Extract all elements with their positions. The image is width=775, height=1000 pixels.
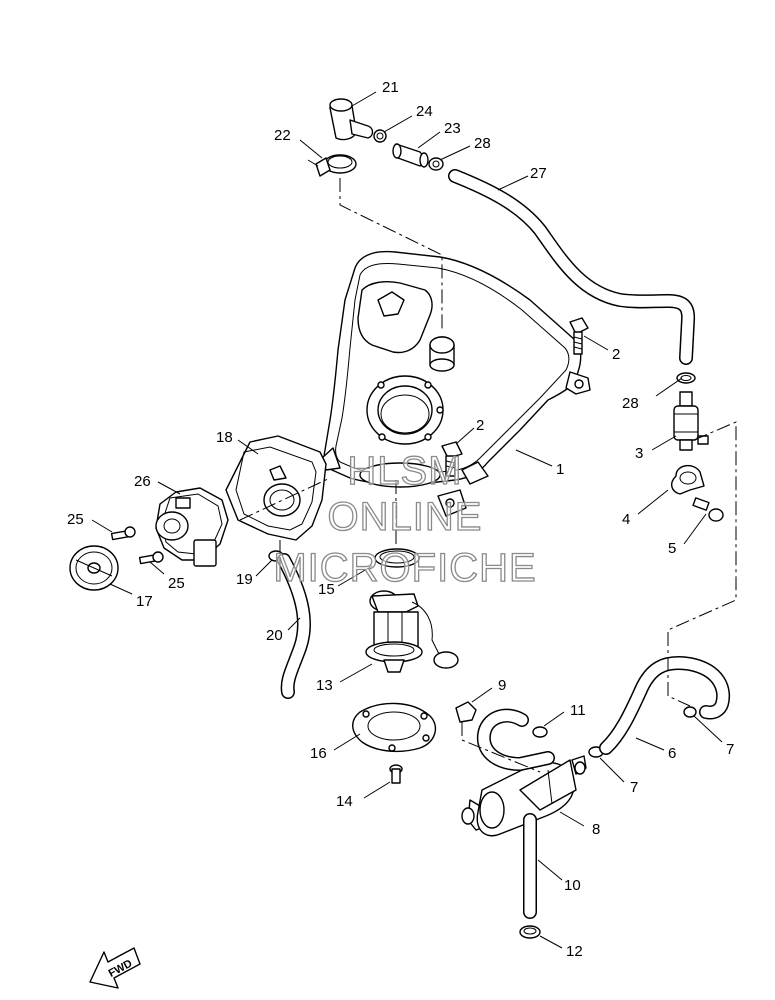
fuel-tank[interactable] [321,250,591,517]
callout-14[interactable]: 14 [336,793,353,810]
callout-7-right[interactable]: 7 [726,741,734,758]
screw-25-lower[interactable] [138,551,164,565]
callout-5[interactable]: 5 [668,540,676,557]
assembly-lines [239,178,737,773]
callout-18[interactable]: 18 [216,429,233,446]
watermark-line-3: MICROFICHE [273,546,536,590]
callout-25-lower[interactable]: 25 [168,575,185,592]
callout-17[interactable]: 17 [136,593,153,610]
fuel-filter[interactable] [673,391,709,451]
callout-9[interactable]: 9 [498,677,506,694]
callout-3[interactable]: 3 [635,445,643,462]
watermark-line-1: HLSM [347,449,462,493]
callout-19[interactable]: 19 [236,571,253,588]
clip-12[interactable] [519,925,541,939]
hose-loop[interactable] [476,708,555,771]
screw-5[interactable] [692,497,724,522]
screw-25-upper[interactable] [110,526,136,541]
clip-28-upper[interactable] [428,157,444,171]
callout-25-upper[interactable]: 25 [67,511,84,528]
watermark-line-2: ONLINE [328,495,483,539]
callout-27[interactable]: 27 [530,165,547,182]
bolt-upper[interactable] [569,317,589,355]
callout-13[interactable]: 13 [316,677,333,694]
callout-6[interactable]: 6 [668,745,676,762]
pump-cover[interactable] [225,435,327,541]
clip-7-right[interactable] [683,706,697,718]
fuel-cock[interactable] [155,487,229,567]
breather-cap[interactable] [329,98,374,141]
fuel-hose-20[interactable] [277,553,311,699]
pipe-joint[interactable] [392,143,429,168]
callout-24[interactable]: 24 [416,103,433,120]
clip-28-lower[interactable] [676,372,696,384]
clip-24[interactable] [373,129,387,143]
hose-clamp[interactable] [307,154,357,177]
fuel-hose-6[interactable] [599,656,731,755]
callout-23[interactable]: 23 [444,120,461,137]
screw-14[interactable] [389,764,403,784]
bolt-lower[interactable] [441,441,463,477]
o-ring[interactable] [374,548,420,568]
callout-2-lower[interactable]: 2 [476,417,484,434]
breather-hose[interactable] [448,169,696,365]
watermark: HLSM ONLINE MICROFICHE [273,448,537,590]
fwd-arrow-icon: FWD [89,947,141,989]
callout-28-upper[interactable]: 28 [474,135,491,152]
callout-12[interactable]: 12 [566,943,583,960]
hose-holder[interactable] [670,465,705,495]
leader-lines [91,91,723,949]
callout-21[interactable]: 21 [382,79,399,96]
callout-2-upper[interactable]: 2 [612,346,620,363]
callout-26[interactable]: 26 [134,473,151,490]
callout-28-lower[interactable]: 28 [622,395,639,412]
callout-11[interactable]: 11 [570,702,586,719]
pressure-regulator[interactable] [461,755,587,837]
nut-9[interactable] [455,701,477,723]
callout-20[interactable]: 20 [266,627,283,644]
callout-7-mid[interactable]: 7 [630,779,638,796]
gasket[interactable] [352,702,437,753]
callout-16[interactable]: 16 [310,745,327,762]
callout-15[interactable]: 15 [318,581,335,598]
callout-10[interactable]: 10 [564,877,581,894]
fuel-pump[interactable] [365,590,459,673]
cock-knob[interactable] [69,545,119,591]
callout-1[interactable]: 1 [556,461,564,478]
callout-labels: 21 22 24 23 28 27 2 28 2 1 3 18 26 4 25 … [67,79,734,960]
callout-8[interactable]: 8 [592,821,600,838]
callout-22[interactable]: 22 [274,127,291,144]
callout-4[interactable]: 4 [622,511,630,528]
clip-11[interactable] [532,726,548,738]
